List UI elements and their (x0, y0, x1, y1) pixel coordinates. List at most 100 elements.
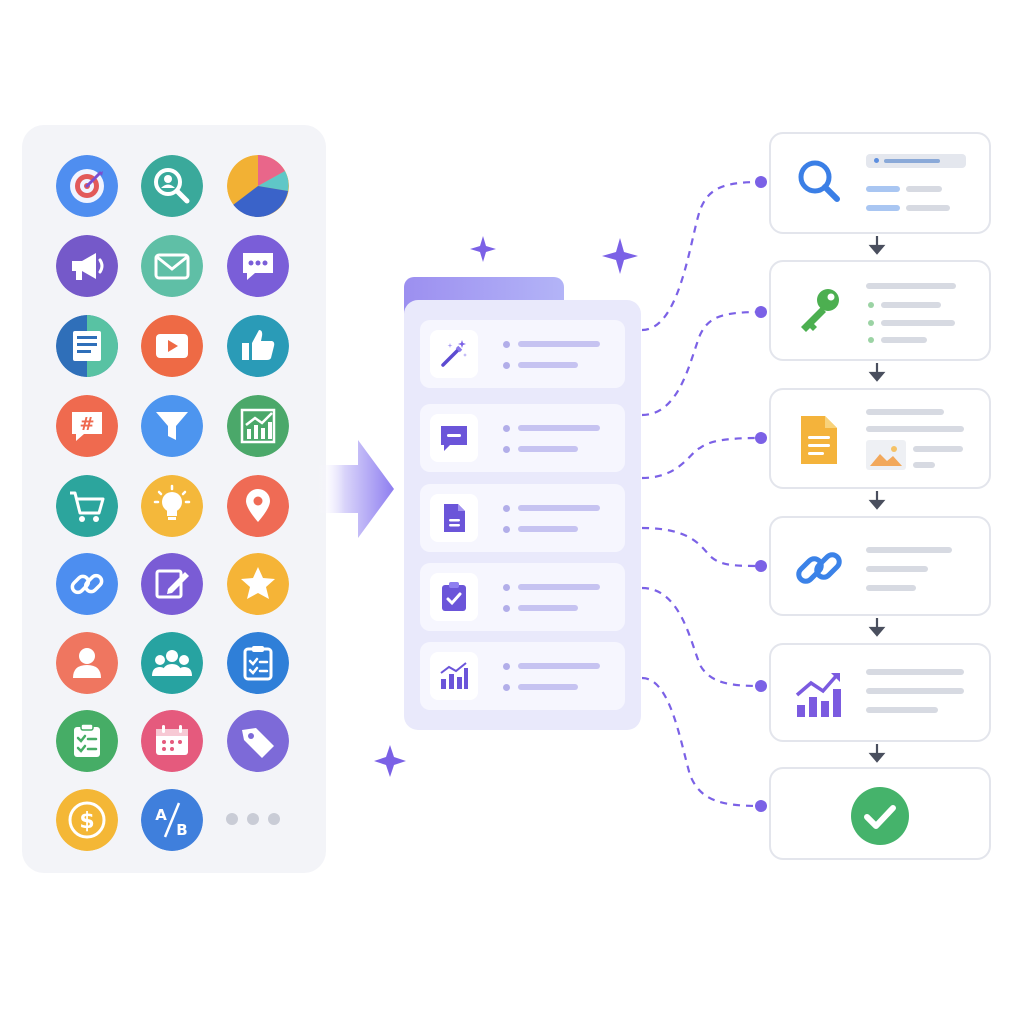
growth-chart-icon (793, 667, 845, 719)
bullet (503, 341, 510, 348)
hashtag-glyph: # (79, 414, 94, 435)
text-placeholder (518, 446, 578, 452)
team-icon[interactable] (141, 632, 203, 694)
connector-line (641, 310, 761, 417)
key-icon (793, 284, 845, 336)
feature-row-analytics[interactable] (420, 642, 625, 710)
ab-test-b-label: B (176, 821, 187, 839)
bullet (503, 526, 510, 533)
pie-chart-icon[interactable] (227, 155, 289, 217)
thumbs-up-icon[interactable] (227, 315, 289, 377)
shopping-cart-icon[interactable] (56, 475, 118, 537)
task-check-icon (430, 573, 478, 621)
sparkle-icon (470, 236, 496, 262)
text-placeholder (866, 205, 900, 211)
bullet (868, 320, 874, 326)
link-icon[interactable] (56, 553, 118, 615)
dollar-glyph: $ (79, 809, 94, 834)
edit-icon[interactable] (141, 553, 203, 615)
connector-node (755, 176, 767, 188)
growth-chart-icon[interactable] (227, 395, 289, 457)
text-placeholder (866, 426, 964, 432)
text-placeholder (881, 320, 955, 326)
text-placeholder (866, 283, 956, 289)
text-placeholder (866, 547, 952, 553)
feature-row-document[interactable] (420, 484, 625, 552)
text-placeholder (906, 205, 950, 211)
text-placeholder (518, 341, 600, 347)
step-card-links[interactable] (769, 516, 991, 616)
checklist-icon[interactable] (56, 710, 118, 772)
text-placeholder (866, 585, 916, 591)
text-placeholder (906, 186, 942, 192)
bullet (503, 362, 510, 369)
document-icon (430, 494, 478, 542)
funnel-icon[interactable] (141, 395, 203, 457)
hashtag-icon[interactable]: # (56, 395, 118, 457)
step-card-keywords[interactable] (769, 260, 991, 361)
mail-icon[interactable] (141, 235, 203, 297)
text-placeholder (913, 462, 935, 468)
chat-bubble-icon[interactable] (227, 235, 289, 297)
connector-node (755, 306, 767, 318)
step-card-growth[interactable] (769, 643, 991, 742)
bullet (503, 446, 510, 453)
connector-node (755, 560, 767, 572)
text-placeholder (866, 566, 928, 572)
bullet (503, 505, 510, 512)
feature-row-task[interactable] (420, 563, 625, 631)
feature-row-magic[interactable] (420, 320, 625, 388)
text-placeholder (518, 425, 600, 431)
more-dot (268, 813, 280, 825)
check-circle-icon (850, 786, 910, 846)
text-placeholder (518, 684, 578, 690)
calendar-icon[interactable] (141, 710, 203, 772)
location-pin-icon[interactable] (227, 475, 289, 537)
user-icon[interactable] (56, 632, 118, 694)
video-play-icon[interactable] (141, 315, 203, 377)
ab-test-icon[interactable]: A B (141, 789, 203, 851)
bullet (503, 584, 510, 591)
text-placeholder (881, 302, 941, 308)
dollar-icon[interactable]: $ (56, 789, 118, 851)
text-placeholder (866, 688, 964, 694)
connector-node (755, 432, 767, 444)
lightbulb-icon[interactable] (141, 475, 203, 537)
more-dot (247, 813, 259, 825)
magic-wand-icon (430, 330, 478, 378)
step-card-content[interactable] (769, 388, 991, 489)
text-placeholder (518, 584, 600, 590)
step-card-research[interactable] (769, 132, 991, 234)
megaphone-icon[interactable] (56, 235, 118, 297)
connector-line (641, 526, 761, 568)
content-doc-icon (793, 414, 845, 466)
article-icon[interactable] (56, 315, 118, 377)
more-dot (226, 813, 238, 825)
bullet (503, 684, 510, 691)
target-icon[interactable] (56, 155, 118, 217)
search-user-icon[interactable] (141, 155, 203, 217)
ab-test-a-label: A (155, 806, 167, 824)
text-placeholder (881, 337, 927, 343)
more-options-icon[interactable] (226, 812, 292, 828)
text-placeholder (518, 362, 578, 368)
text-placeholder (866, 707, 938, 713)
search-bar-dot (874, 158, 879, 163)
text-placeholder (866, 186, 900, 192)
message-icon (430, 414, 478, 462)
connector-line (641, 586, 761, 688)
image-placeholder-icon (866, 440, 906, 470)
tag-icon[interactable] (227, 710, 289, 772)
text-placeholder (518, 663, 600, 669)
clipboard-icon[interactable] (227, 632, 289, 694)
text-placeholder (518, 526, 578, 532)
step-card-complete[interactable] (769, 767, 991, 860)
sparkle-icon (602, 238, 638, 274)
connector-line (641, 676, 761, 808)
text-placeholder (866, 409, 944, 415)
star-icon[interactable] (227, 553, 289, 615)
bullet (503, 605, 510, 612)
text-placeholder (913, 446, 963, 452)
sparkle-icon (374, 745, 406, 777)
feature-row-message[interactable] (420, 404, 625, 472)
